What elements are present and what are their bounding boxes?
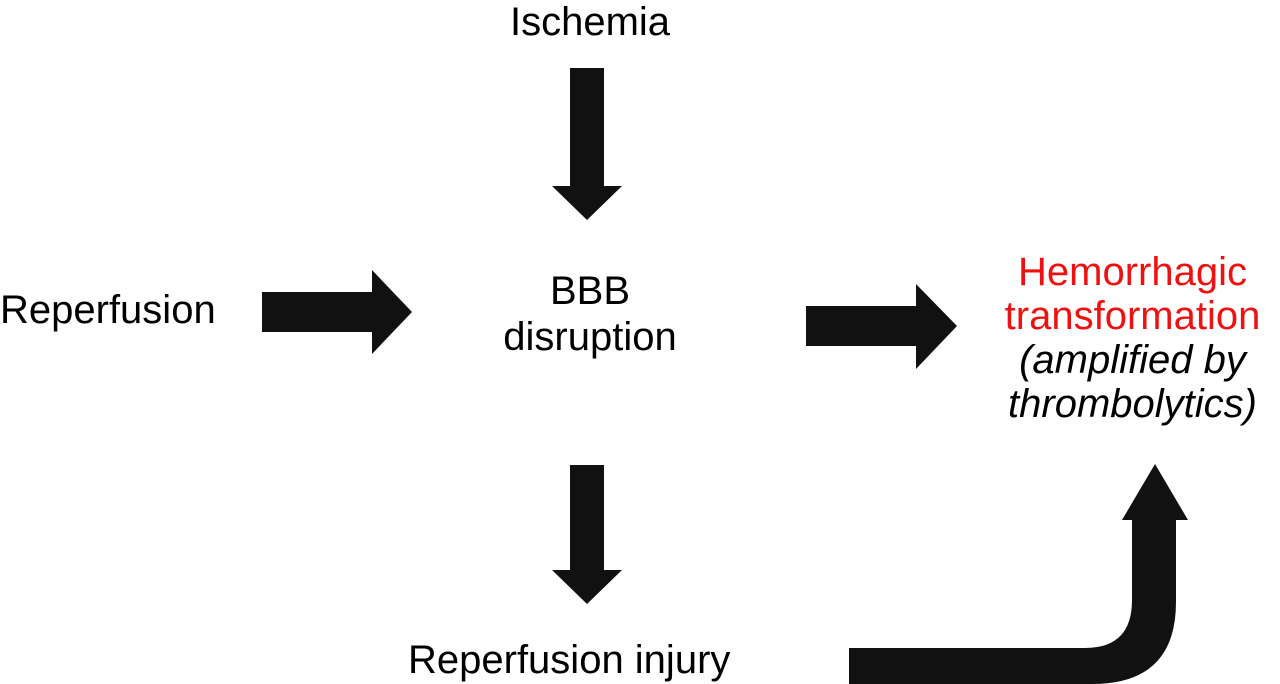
reperfusion-injury-node: Reperfusion injury — [408, 638, 731, 682]
bbb-disruption-line-1: BBB — [549, 269, 631, 313]
ischemia-node: Ischemia — [509, 0, 671, 44]
arrow-ischemia-to-bbb — [552, 68, 622, 220]
bbb-disruption-node: BBB disruption — [470, 268, 710, 360]
arrow-bbb-to-injury — [552, 465, 622, 604]
reperfusion-node: Reperfusion — [0, 288, 216, 332]
amplified-line-2: thrombolytics) — [1008, 382, 1257, 426]
arrow-bbb-to-hemorrhagic — [806, 284, 957, 369]
hemorrhagic-line-2: transformation — [1004, 294, 1261, 338]
bbb-disruption-line-2: disruption — [503, 315, 677, 359]
arrow-reperfusion-to-bbb — [262, 270, 412, 354]
hemorrhagic-transformation-node: Hemorrhagic transformation (amplified by… — [985, 250, 1280, 426]
arrow-injury-to-hemorrhagic — [849, 464, 1188, 684]
hemorrhagic-line-1: Hemorrhagic — [1018, 250, 1247, 294]
amplified-line-1: (amplified by — [1019, 338, 1246, 382]
